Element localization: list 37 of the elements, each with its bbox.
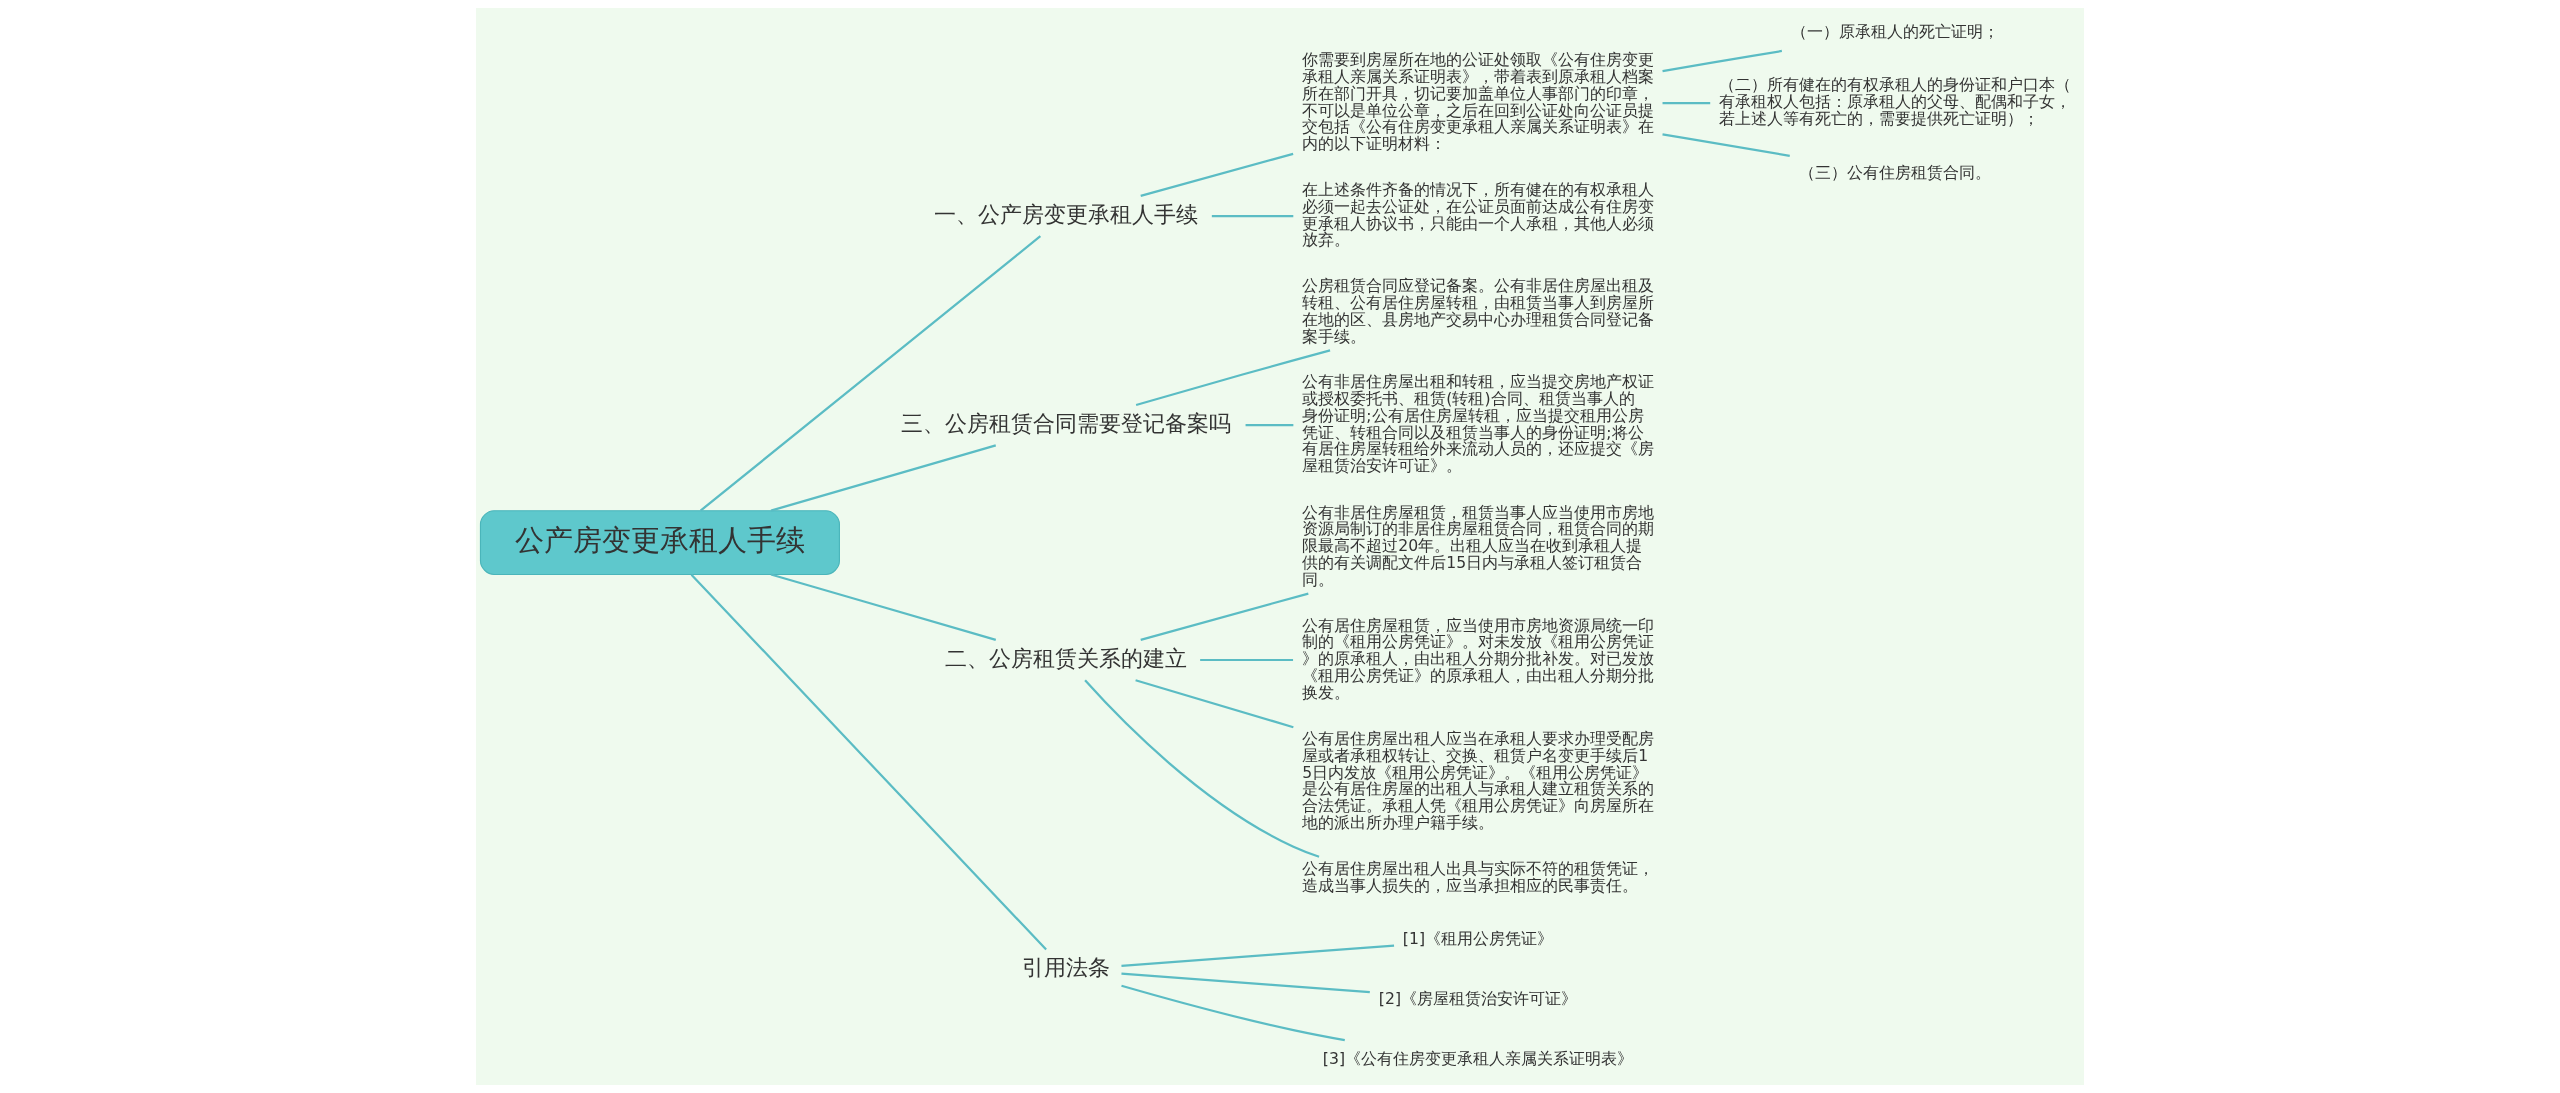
- node-text: 二、公房租赁关系的建立: [945, 644, 1188, 671]
- node-text: （一）原承租人的死亡证明；: [1791, 21, 2000, 41]
- node-text: 公有居住房屋租赁，应当使用市房地资源局统一印制的《租用公房凭证》。对未发放《租用公房凭证》的原承租人，由出租人分期分批补发。对已发放《租用公房凭证》的原承租人，由出租人分期分批换发。: [1302, 615, 1655, 702]
- node-text: 公房租赁合同应登记备案。公有非居住房屋出租及转租、公有居住房屋转租，由租赁当事人到房屋所在地的区、县房地产交易中心办理租赁合同登记备案手续。: [1302, 276, 1655, 346]
- connector: [1140, 152, 1294, 197]
- connector: [1211, 214, 1294, 218]
- connector: [770, 444, 997, 512]
- node-text: 在上述条件齐备的情况下，所有健在的有权承租人必须一起去公证处，在公证员面前达成公有住房变更承租人协议书，只能由一个人承租，其他人必须放弃。: [1302, 180, 1655, 250]
- node-text: 你需要到房屋所在地的公证处领取《公有住房变更承租人亲属关系证明表》，带着表到原承租人档案所在部门开具，切记要加盖单位人事部门的印章，不可以是单位公章，之后在回到公证处向公证员提交包括《公有住房变更承租人亲属关系证明表》在内的以下证明材料：: [1302, 50, 1655, 154]
- node-text: 公有居住房屋出租人应当在承租人要求办理受配房屋或者承租权转让、交换、租赁户名变更手续后15日内发放《租用公房凭证》。《租用公房凭证》是公有居住房屋的出租人与承租人建立租赁关系的合法凭证。承租人凭《租用公房凭证》向房屋所在地的派出所办理户籍手续。: [1302, 729, 1655, 832]
- node-box: 公产房变更承租人手续: [479, 510, 840, 575]
- node-text: [3]《公有住房变更承租人亲属关系证明表》: [1322, 1049, 1633, 1069]
- connector: [1245, 424, 1294, 427]
- node-text: [1]《租用公房凭证》: [1402, 928, 1553, 948]
- node-text: 引用法条: [1022, 954, 1111, 981]
- connector: [770, 573, 997, 641]
- node-text: 一、公产房变更承租人手续: [934, 200, 1199, 227]
- node-text: （三）公有住房租赁合同。: [1799, 162, 1992, 182]
- connector: [1135, 679, 1294, 729]
- connector: [1662, 133, 1790, 157]
- connector: [690, 573, 1047, 951]
- node-text: [2]《房屋租赁治安许可证》: [1378, 989, 1577, 1009]
- connector: [1135, 349, 1331, 407]
- node-text: 公有非居住房屋租赁，租赁当事人应当使用市房地资源局制订的非居住房屋租赁合同，租赁合同的期限最高不超过20年。出租人应当在收到承租人提供的有关调配文件后15日内与承租人签订租赁合同。: [1302, 502, 1655, 589]
- connector: [1121, 944, 1395, 967]
- connector: [699, 235, 1042, 512]
- connector: [1662, 102, 1711, 105]
- node-text: 公有非居住房屋出租和转租，应当提交房地产权证或授权委托书、租赁(转租)合同、租赁当事人的身份证明;公有居住房屋转租，应当提交租用公房凭证、转租合同以及租赁当事人的身份证明;将公有居住房屋转租给外来流动人员的，还应提交《房屋租赁治安许可证》。: [1302, 372, 1655, 476]
- node-text: 公有居住房屋出租人出具与实际不符的租赁凭证，造成当事人损失的，应当承担相应的民事责任。: [1302, 858, 1655, 895]
- connector: [1662, 49, 1783, 73]
- connector: [1121, 972, 1370, 994]
- connector: [1084, 679, 1320, 858]
- connector: [1140, 592, 1309, 641]
- node-text: 三、公房租赁合同需要登记备案吗: [901, 409, 1232, 436]
- node-text: （二）所有健在的有权承租人的身份证和户口本（有承租权人包括：原承租人的父母、配偶和子女，若上述人等有死亡的，需要提供死亡证明）；: [1719, 75, 2072, 129]
- connector: [1121, 984, 1345, 1042]
- connector: [1200, 658, 1294, 662]
